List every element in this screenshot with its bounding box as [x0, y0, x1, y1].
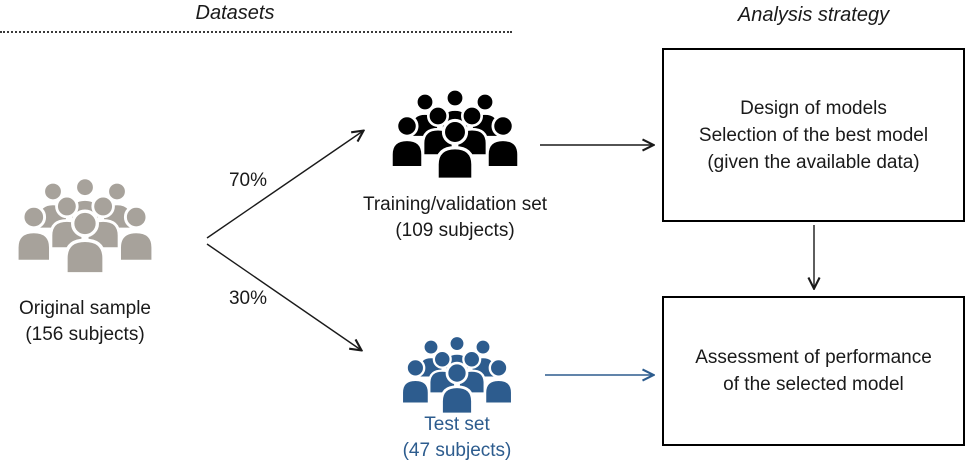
datasets-divider [0, 31, 512, 33]
test-set-node [392, 328, 522, 424]
assessment-box: Assessment of performance of the selecte… [662, 296, 965, 446]
original-sample-label: Original sample (156 subjects) [19, 298, 151, 345]
training-set-node [380, 80, 530, 190]
original-sample-node [5, 168, 165, 285]
people-group-icon [392, 328, 522, 419]
test-set-label: Test set (47 subjects) [402, 414, 512, 461]
training-set-label: Training/validation set (109 subjects) [362, 194, 548, 241]
split-percent-70: 70% [228, 170, 268, 191]
split-percent-30: 30% [228, 288, 268, 309]
datasets-header: Datasets [195, 2, 275, 24]
model-design-box: Design of models Selection of the best m… [662, 48, 965, 222]
people-group-icon [5, 168, 165, 280]
analysis-strategy-header: Analysis strategy [737, 4, 890, 26]
people-group-icon [380, 80, 530, 185]
